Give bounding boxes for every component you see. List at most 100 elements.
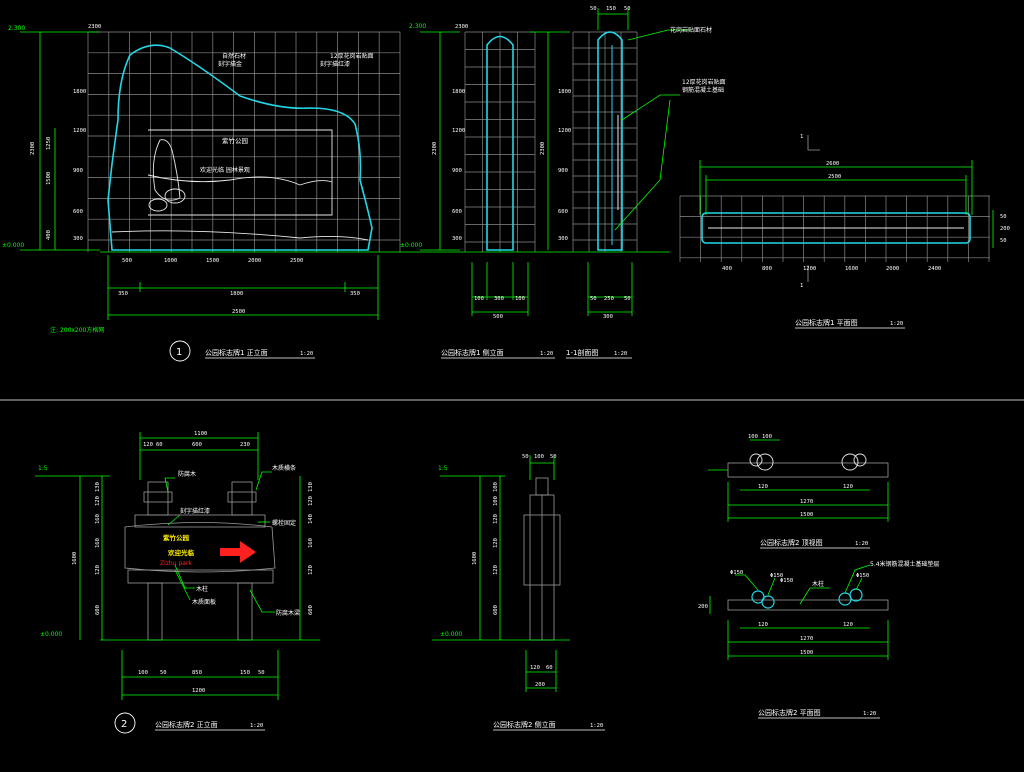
side1-grid-labels-left: 1800 1200 900 600 300 <box>452 89 465 242</box>
dim-label: 600 <box>452 209 462 215</box>
section1-top-dim-3: 50 <box>624 6 631 12</box>
side1-level-base: ±0.000 <box>400 242 422 249</box>
topview2-total: 1500 <box>800 512 813 518</box>
topview2-title: 公园标志牌2 顶视图 <box>760 538 823 547</box>
plan2-side: 200 <box>698 604 708 610</box>
front2-dimensions <box>35 432 301 700</box>
side2-title: 公园标志牌2 侧立面 <box>493 720 556 729</box>
section1-height: 2300 <box>540 142 546 155</box>
front2-sign <box>100 481 320 641</box>
front2-bottom-dim-5: 50 <box>258 670 265 676</box>
front1-carved-text: 紫竹公园 <box>222 136 248 145</box>
section1-dimensions <box>530 8 690 316</box>
plan1-marker: 1 <box>800 134 803 140</box>
front2-circle-no: 2 <box>121 719 127 730</box>
dim-label: 500 <box>122 258 132 264</box>
dim-label: 140 <box>308 514 314 524</box>
plan2-callout-2: 5.4米钢筋混凝土基础垫层 <box>870 560 940 568</box>
front1-dimensions <box>20 31 379 320</box>
dim-label: 120 <box>95 496 101 506</box>
dim-label: 2000 <box>886 266 899 272</box>
side1-dim-3: 100 <box>515 296 525 302</box>
front2-title: 公园标志牌2 正立面 <box>155 720 218 729</box>
front2-top-total: 1100 <box>194 431 207 437</box>
side2-level-base: ±0.000 <box>440 631 462 638</box>
dim-label: 120 <box>493 565 499 575</box>
dim-label: 300 <box>452 236 462 242</box>
side1-title: 公园标志牌1 侧立面 <box>441 348 504 357</box>
dim-label: 120 <box>308 496 314 506</box>
front1-top-grid-label: 2300 <box>88 24 101 30</box>
front2-callout-5: 木柱 <box>196 585 208 593</box>
dim-label: 300 <box>558 236 568 242</box>
dim-label: 600 <box>493 605 499 615</box>
section1-callout-2: 12厚花岗岩贴面 <box>682 78 726 86</box>
dim-label: 2400 <box>928 266 941 272</box>
front2-level-base: ±0.000 <box>40 631 62 638</box>
side1-scale: 1:20 <box>540 351 553 357</box>
side1-height: 2300 <box>432 142 438 155</box>
section1-callout-3: 钢筋混凝土基础 <box>682 86 724 94</box>
front2-circle <box>114 712 136 734</box>
topview2-mid: 1270 <box>800 499 813 505</box>
section1-dim-3: 50 <box>624 296 631 302</box>
dim-label: 900 <box>452 168 462 174</box>
dim-label: 1800 <box>452 89 465 95</box>
side1-top-grid-label: 2300 <box>455 24 468 30</box>
plan2-mid: 1270 <box>800 636 813 642</box>
front2-scale: 1:20 <box>250 723 263 729</box>
dim-label: 1600 <box>845 266 858 272</box>
plan2-total: 1500 <box>800 650 813 656</box>
dim-label: 120 <box>493 538 499 548</box>
front1-callout-4: 刻字描红漆 <box>320 60 350 68</box>
dim-label: 400 <box>722 266 732 272</box>
front1-circle <box>169 340 191 362</box>
section1-title: 1-1剖面图 <box>566 348 598 357</box>
plan1-dimensions <box>699 135 994 282</box>
section1-total: 300 <box>603 314 613 320</box>
side2-height: 1600 <box>472 552 478 565</box>
plan2-drawing <box>727 588 889 611</box>
front2-sign-text-3: Zizhu park <box>160 560 192 567</box>
front2-callout-4: 刻字描红漆 <box>180 507 210 515</box>
dim-label: 1200 <box>452 128 465 134</box>
dim-label: 800 <box>762 266 772 272</box>
plan1-scale: 1:20 <box>890 321 903 327</box>
dim-label: 130 <box>308 482 314 492</box>
front1-callout-1: 自然石材 <box>222 52 246 60</box>
side2-bottom-dim-1: 120 <box>530 665 540 671</box>
dim-label: 600 <box>95 605 101 615</box>
front1-total: 2500 <box>232 309 245 315</box>
front2-top-dim-2: 60 <box>156 442 163 448</box>
dim-label: 120 <box>95 565 101 575</box>
plan2-label-2: Φ150 <box>770 573 783 579</box>
front2-level-top: 1.5 <box>38 465 48 472</box>
dim-label: 120 <box>493 514 499 524</box>
front2-total: 1200 <box>192 688 205 694</box>
side1-stone <box>486 35 514 251</box>
plan2-scale: 1:20 <box>863 711 876 717</box>
front1-dim-1: 350 <box>118 291 128 297</box>
side2-sign <box>432 477 570 641</box>
plan2-dim-2: 120 <box>843 622 853 628</box>
front1-scale: 1:20 <box>300 351 313 357</box>
front1-title: 公园标志牌1 正立面 <box>205 348 268 357</box>
front2-bottom-dim-1: 100 <box>138 670 148 676</box>
front1-callout-2: 刻字描金 <box>218 60 242 68</box>
dim-label: 1000 <box>164 258 177 264</box>
side2-top-dim-3: 50 <box>550 454 557 460</box>
front1-height: 2300 <box>30 142 36 155</box>
section1-scale: 1:20 <box>614 351 627 357</box>
side2-top-dim-2: 100 <box>534 454 544 460</box>
topview2-top-dim-2: 100 <box>762 434 772 440</box>
side2-total: 200 <box>535 682 545 688</box>
dim-label: 100 <box>493 482 499 492</box>
front2-bottom-dim-3: 850 <box>192 670 202 676</box>
front1-dim-3: 350 <box>350 291 360 297</box>
side1-dimensions <box>420 31 529 316</box>
